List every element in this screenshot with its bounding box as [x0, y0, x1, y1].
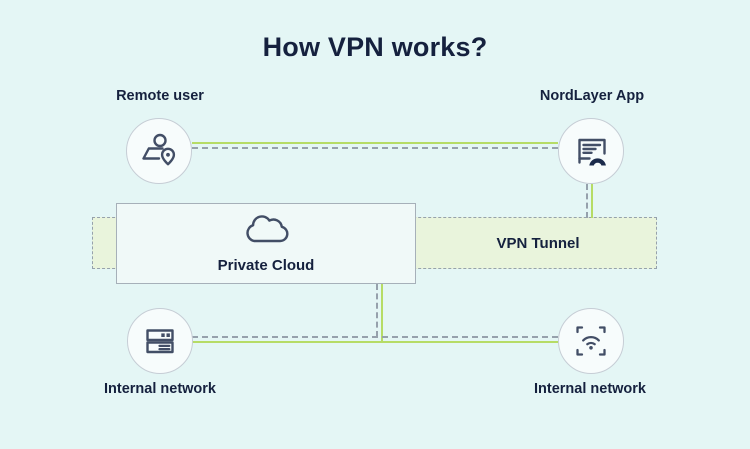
connector-app-to-tunnel-dashed	[586, 184, 588, 218]
vpn-tunnel-label: VPN Tunnel	[496, 235, 580, 252]
server-icon	[146, 329, 174, 354]
nordlayer-app-node	[558, 118, 624, 184]
page-title: How VPN works?	[262, 32, 488, 62]
private-cloud-label: Private Cloud	[217, 257, 315, 274]
connector-remote-to-app-green	[192, 142, 558, 144]
app-document-icon	[578, 138, 606, 166]
connector-cloud-to-network-green	[381, 284, 383, 343]
internal-network-right-node	[558, 308, 624, 374]
internal-network-right-label: Internal network	[534, 381, 646, 397]
connector-app-to-tunnel-green	[591, 184, 593, 218]
remote-user-node	[126, 118, 192, 184]
remote-user-label: Remote user	[116, 88, 204, 104]
private-cloud-box: Private Cloud	[116, 203, 416, 284]
cloud-icon	[246, 215, 289, 243]
connector-networks-green	[192, 341, 558, 343]
nordlayer-app-label: NordLayer App	[539, 88, 645, 104]
connector-cloud-to-network-dashed	[376, 284, 378, 337]
internal-network-left-label: Internal network	[104, 381, 216, 397]
connector-remote-to-app-dashed	[192, 147, 558, 149]
user-location-icon	[142, 133, 176, 166]
wifi-scan-icon	[576, 326, 606, 356]
connector-networks-dashed	[192, 336, 558, 338]
internal-network-left-node	[127, 308, 193, 374]
